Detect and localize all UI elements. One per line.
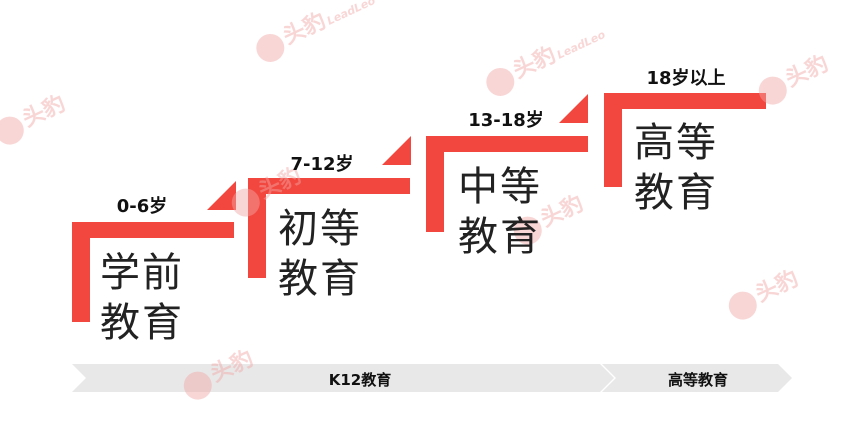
step-4-title: 高等 教育 <box>634 118 718 218</box>
step-2-title-line2: 教育 <box>278 256 362 302</box>
step-1-title: 学前 教育 <box>100 248 184 348</box>
step-2-shape <box>248 136 411 278</box>
step-4-age-label: 18岁以上 <box>646 68 726 89</box>
step-2-title: 初等 教育 <box>278 204 362 304</box>
step-4-shape <box>604 93 766 187</box>
step-4-title-line1: 高等 <box>634 120 718 166</box>
band-k12-label: K12教育 <box>328 371 392 389</box>
step-1-title-line1: 学前 <box>100 250 184 296</box>
band-higher-label: 高等教育 <box>667 371 729 389</box>
step-3-title-line1: 中等 <box>458 164 542 210</box>
step-1-title-line2: 教育 <box>100 300 184 346</box>
step-4-title-line2: 教育 <box>634 170 718 216</box>
step-3-title-line2: 教育 <box>458 214 542 260</box>
step-3-age-label: 13-18岁 <box>468 110 544 131</box>
step-3-shape <box>426 94 588 232</box>
band-higher <box>602 364 792 392</box>
step-1-shape <box>72 181 236 322</box>
step-1-age-label: 0-6岁 <box>116 196 168 217</box>
band-k12 <box>72 364 614 392</box>
step-3-title: 中等 教育 <box>458 162 542 262</box>
step-2-age-label: 7-12岁 <box>290 154 354 175</box>
step-2-title-line1: 初等 <box>278 206 362 252</box>
